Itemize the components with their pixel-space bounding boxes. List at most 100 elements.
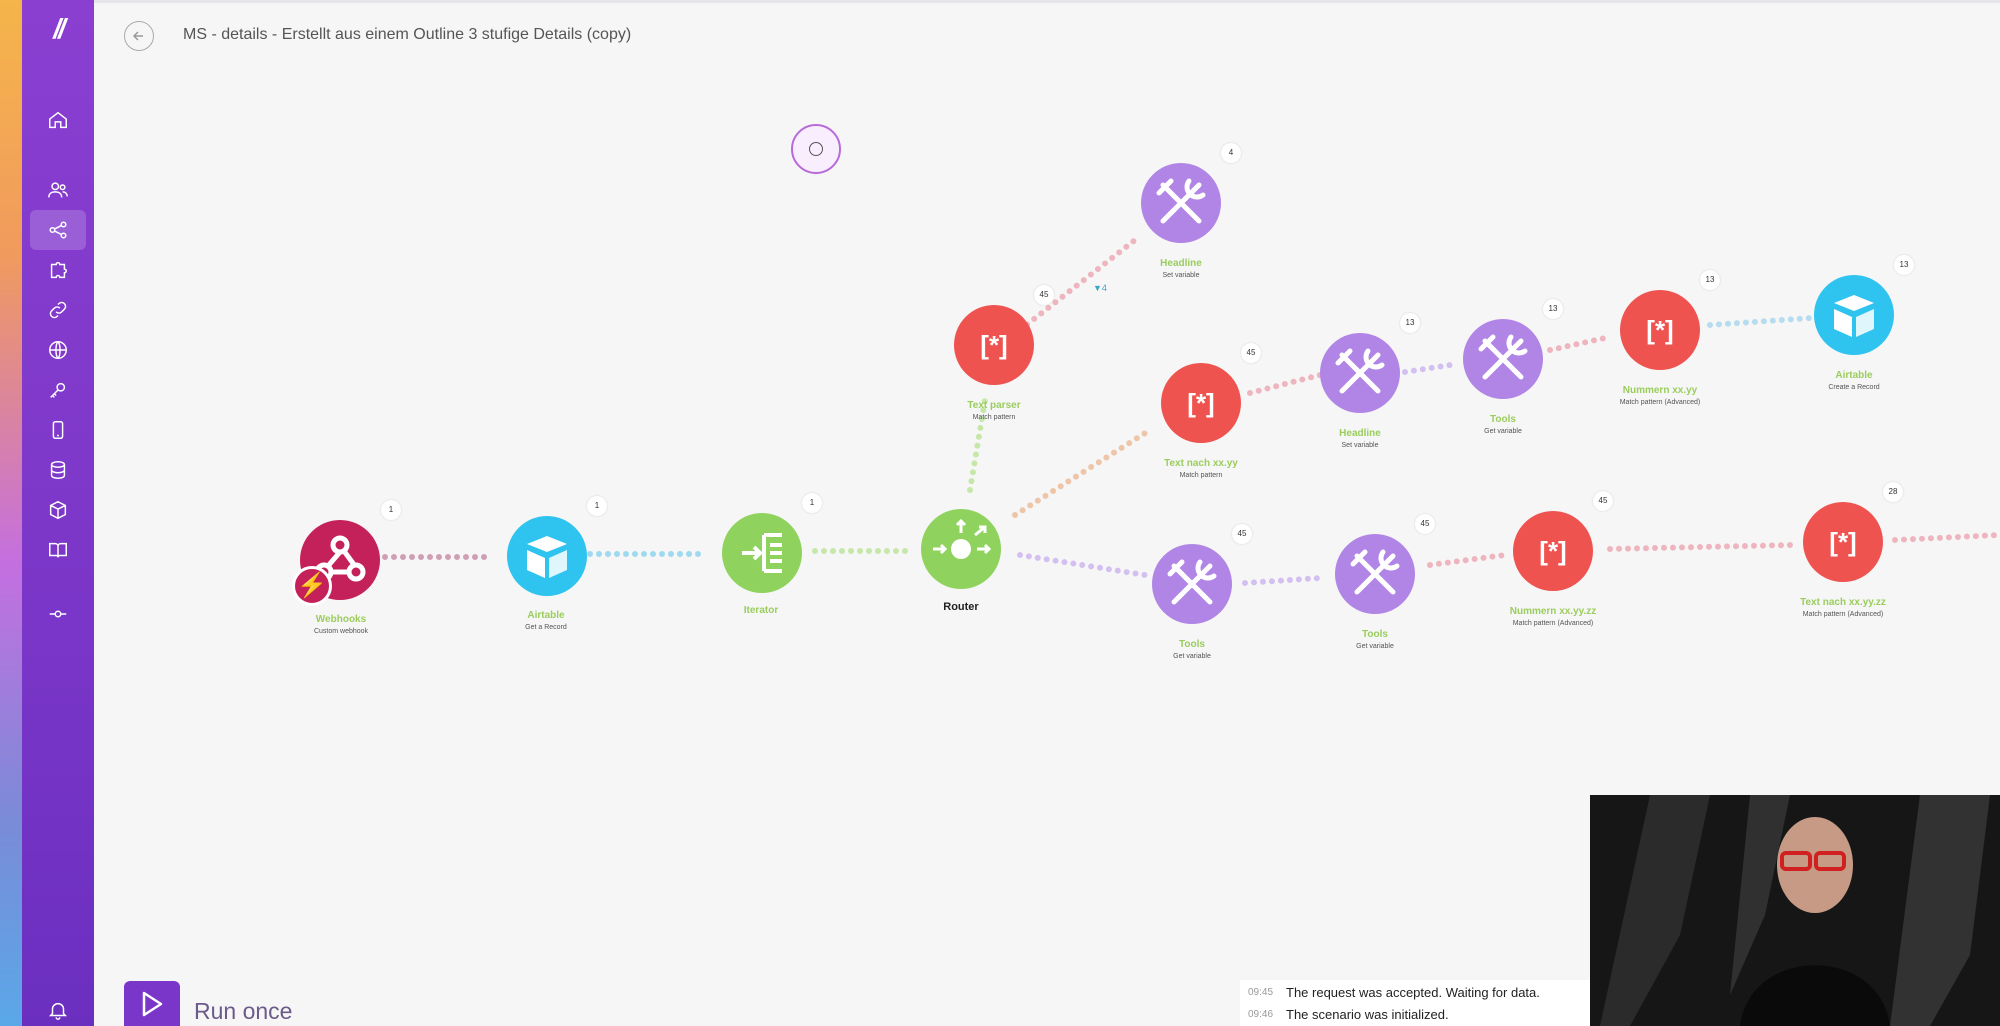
module-headline-top[interactable]: [1141, 163, 1221, 243]
regex-icon: [*]: [1539, 536, 1567, 566]
scenario-title: MS - details - Erstellt aus einem Outlin…: [183, 26, 632, 43]
op-count: 1: [587, 496, 607, 516]
floating-cursor-node[interactable]: [791, 124, 841, 174]
module-tools-low1[interactable]: [1152, 544, 1232, 624]
datastores-icon[interactable]: [30, 450, 86, 490]
op-count: 45: [1241, 343, 1261, 363]
arrow-left-icon: [132, 31, 143, 41]
instant-trigger-badge: ⚡: [292, 566, 332, 606]
scenarios-icon[interactable]: [30, 210, 86, 250]
run-once-button[interactable]: [124, 981, 180, 1026]
filter-count: 4: [1101, 283, 1107, 293]
router-icon: [933, 518, 992, 559]
regex-icon: [*]: [1646, 315, 1674, 345]
module-subtitle: Match pattern (Advanced): [1619, 399, 1701, 406]
presenter-video: [1590, 795, 2000, 1026]
op-count: 13: [1894, 255, 1914, 275]
log-message: The scenario was initialized.: [1286, 1007, 1449, 1022]
module-subtitle: Set variable: [1341, 442, 1379, 449]
module-tools-mid[interactable]: [1463, 319, 1543, 399]
airtable-icon: [527, 536, 567, 578]
module-title: Headline: [1160, 258, 1202, 269]
module-subtitle: Get variable: [1173, 653, 1211, 660]
module-title: Tools: [1490, 414, 1516, 425]
team-icon[interactable]: [30, 170, 86, 210]
module-title: Airtable: [527, 610, 565, 621]
docs-icon[interactable]: [30, 530, 86, 570]
module-subtitle: Get variable: [1356, 643, 1394, 650]
airtable-icon: [1834, 295, 1874, 337]
op-count: 1: [381, 500, 401, 520]
make-logo[interactable]: //: [53, 13, 66, 44]
module-airtable-get[interactable]: [507, 516, 587, 596]
connections-icon[interactable]: [30, 290, 86, 330]
op-count: 28: [1883, 482, 1903, 502]
module-airtable-create[interactable]: [1814, 275, 1894, 355]
tools-icon: [1167, 559, 1217, 605]
flow-control-icon[interactable]: [30, 594, 86, 634]
module-title: Text nach xx.yy: [1164, 458, 1238, 469]
sidebar: //: [22, 0, 94, 1026]
module-subtitle: Create a Record: [1828, 384, 1880, 391]
module-subtitle: Match pattern (Advanced): [1802, 611, 1884, 618]
keys-icon[interactable]: [30, 370, 86, 410]
module-router[interactable]: [921, 509, 1001, 589]
module-subtitle: Match pattern: [972, 414, 1016, 421]
module-text-nach-xx-yy[interactable]: [*]: [1161, 363, 1241, 443]
desktop-edge: [0, 0, 22, 1026]
datastructures-icon[interactable]: [30, 490, 86, 530]
regex-icon: [*]: [980, 330, 1008, 360]
log-row: 09:45 The request was accepted. Waiting …: [1240, 983, 1590, 1005]
module-headline-mid[interactable]: [1320, 333, 1400, 413]
webcam-overlay: [1590, 795, 2000, 1026]
regex-icon: [*]: [1829, 527, 1857, 557]
tools-icon: [1335, 348, 1385, 394]
op-count: 1: [802, 493, 822, 513]
webhooks-icon[interactable]: [30, 330, 86, 370]
router-label: Router: [943, 601, 979, 613]
module-text-nach-xx-yy-zz[interactable]: [*]: [1803, 502, 1883, 582]
module-title: Airtable: [1835, 370, 1873, 381]
bell-icon[interactable]: [30, 990, 86, 1026]
module-tools-low2[interactable]: [1335, 534, 1415, 614]
module-title: Text parser: [967, 400, 1021, 411]
tools-icon: [1350, 549, 1400, 595]
module-nummern-xx-yy-zz[interactable]: [*]: [1513, 511, 1593, 591]
module-title: Text nach xx.yy.zz: [1800, 597, 1886, 608]
templates-icon[interactable]: [30, 250, 86, 290]
module-title: Iterator: [743, 605, 779, 616]
module-subtitle: Match pattern (Advanced): [1512, 620, 1594, 627]
execution-log: 09:45 The request was accepted. Waiting …: [1240, 980, 1590, 1026]
log-message: The request was accepted. Waiting for da…: [1286, 985, 1540, 1000]
op-count: 13: [1543, 299, 1563, 319]
iterator-icon: [742, 533, 782, 573]
home-icon[interactable]: [30, 100, 86, 140]
log-time: 09:46: [1248, 1009, 1274, 1020]
module-subtitle: Custom webhook: [313, 628, 369, 635]
play-icon: [142, 991, 163, 1016]
module-text-parser[interactable]: [*]: [954, 305, 1034, 385]
op-count: 45: [1232, 524, 1252, 544]
log-row: 09:46 The scenario was initialized.: [1240, 1005, 1590, 1026]
module-iterator[interactable]: [722, 513, 802, 593]
regex-icon: [*]: [1187, 388, 1215, 418]
op-count: 13: [1700, 270, 1720, 290]
filter-badge[interactable]: ▼4: [1093, 283, 1107, 293]
module-subtitle: Set variable: [1162, 272, 1200, 279]
module-title: Headline: [1339, 428, 1381, 439]
module-subtitle: Get variable: [1484, 428, 1522, 435]
tools-icon: [1478, 334, 1528, 380]
module-subtitle: Get a Record: [525, 624, 567, 631]
module-webhooks[interactable]: ⚡: [292, 520, 380, 606]
module-title: Webhooks: [315, 614, 367, 625]
devices-icon[interactable]: [30, 410, 86, 450]
op-count: 45: [1034, 285, 1054, 305]
module-title: Nummern xx.yy: [1622, 385, 1698, 396]
back-button[interactable]: [124, 21, 154, 51]
op-count: 45: [1415, 514, 1435, 534]
module-subtitle: Match pattern: [1179, 472, 1223, 479]
log-time: 09:45: [1248, 987, 1274, 998]
module-nummern-xx-yy[interactable]: [*]: [1620, 290, 1700, 370]
tools-icon: [1156, 178, 1206, 224]
